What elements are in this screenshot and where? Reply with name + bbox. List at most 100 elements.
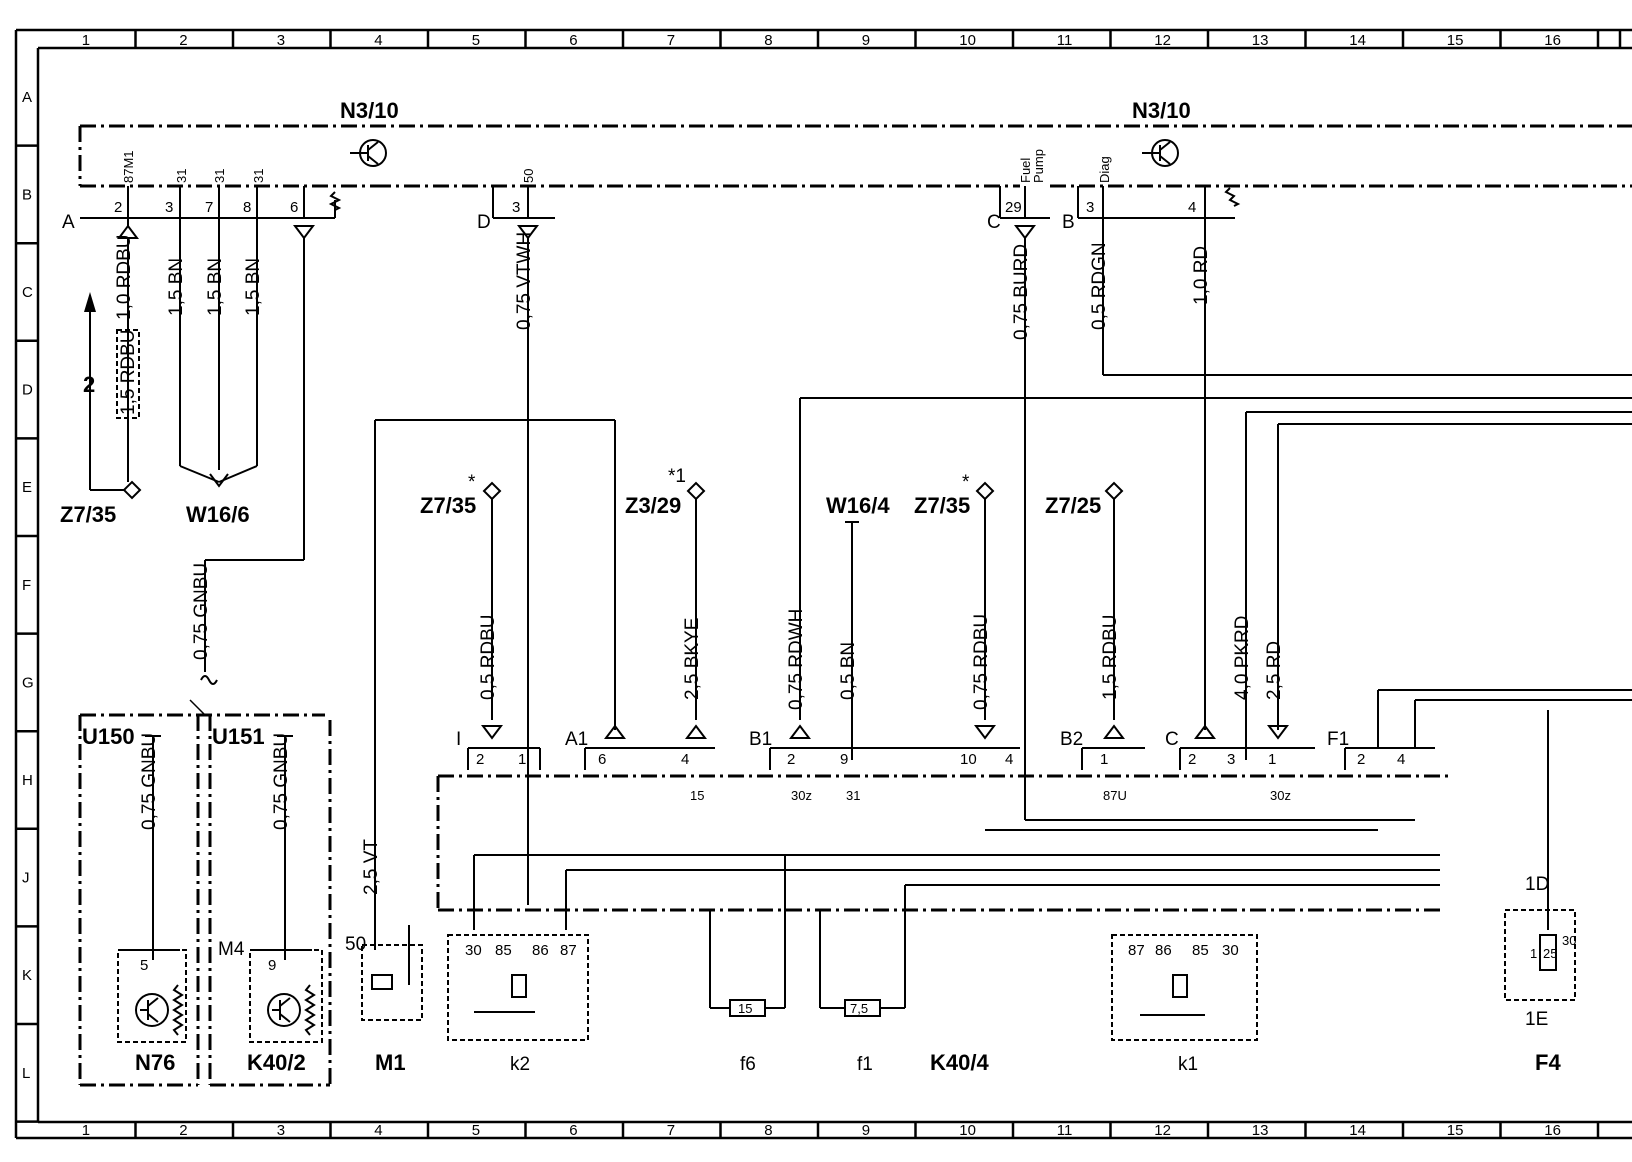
connector-c-b-top: C 29 Fuel Pump 0,75 BURD B 3 Diag 0,5 RD… <box>987 149 1632 820</box>
svg-text:1,5 BN: 1,5 BN <box>166 258 187 316</box>
svg-text:4: 4 <box>681 751 689 768</box>
grid-row-label: K <box>22 967 32 984</box>
u150-label: U150 <box>82 724 135 749</box>
svg-text:0,75 GNBU: 0,75 GNBU <box>191 563 212 660</box>
grid-column-label: 16 <box>1544 1122 1561 1139</box>
grid-column-label: 14 <box>1349 32 1366 49</box>
svg-text:4: 4 <box>1188 199 1196 216</box>
grid-column-label: 13 <box>1252 32 1269 49</box>
svg-text:30z: 30z <box>1270 788 1291 803</box>
grid-column-label: 12 <box>1154 32 1171 49</box>
grid-row-label: D <box>22 382 33 399</box>
svg-text:Z7/35: Z7/35 <box>420 493 476 518</box>
svg-text:1: 1 <box>1268 751 1276 768</box>
svg-text:0,75 BURD: 0,75 BURD <box>1011 244 1032 340</box>
svg-text:4: 4 <box>1397 751 1405 768</box>
svg-text:6: 6 <box>598 751 606 768</box>
svg-text:87: 87 <box>1128 942 1145 959</box>
grid-column-label: 5 <box>472 32 480 49</box>
grid-column-label: 12 <box>1154 1122 1171 1139</box>
grid-row-label: J <box>22 870 30 887</box>
svg-text:Pump: Pump <box>1031 149 1046 183</box>
svg-text:7: 7 <box>205 199 213 216</box>
m1-component: 2,5 VT 50 M1 <box>345 419 616 1075</box>
f6-label: f6 <box>740 1054 756 1075</box>
svg-text:B: B <box>1062 212 1075 233</box>
pump-motor-icon <box>267 993 301 1027</box>
grid-column-label: 9 <box>862 32 870 49</box>
svg-text:30z: 30z <box>791 788 812 803</box>
svg-text:7,5: 7,5 <box>850 1001 868 1016</box>
svg-text:86: 86 <box>532 942 549 959</box>
grid-row-label: F <box>22 577 31 594</box>
grid-row-label: L <box>22 1065 30 1082</box>
n76-label: N76 <box>135 1050 175 1075</box>
svg-text:6: 6 <box>290 199 298 216</box>
svg-text:4,0 PKRD: 4,0 PKRD <box>1232 616 1253 700</box>
svg-text:15: 15 <box>738 1001 752 1016</box>
m4-label: M4 <box>218 939 245 960</box>
svg-text:31: 31 <box>174 169 189 183</box>
drawing-frame <box>14 28 1632 1140</box>
u151-label: U151 <box>212 724 265 749</box>
svg-text:Z3/29: Z3/29 <box>625 493 681 518</box>
svg-text:30: 30 <box>1562 933 1576 948</box>
left-wires: 1,0 RDBU 1,5 RDBU 2 Z7/35 1,5 BN 1,5 BN … <box>60 218 305 685</box>
n3-10-left-label: N3/10 <box>340 98 399 123</box>
svg-text:85: 85 <box>1192 942 1209 959</box>
svg-text:15: 15 <box>690 788 704 803</box>
svg-text:*: * <box>962 472 970 493</box>
connector-d: D 3 50 0,75 VTWH <box>477 169 555 905</box>
grid-row-label: G <box>22 674 34 691</box>
grid-column-label: 5 <box>472 1122 480 1139</box>
svg-text:3: 3 <box>1086 199 1094 216</box>
grid-column-label: 14 <box>1349 1122 1366 1139</box>
svg-text:0,5 RDBU: 0,5 RDBU <box>478 614 499 700</box>
svg-text:Z7/25: Z7/25 <box>1045 493 1101 518</box>
grid-column-label: 7 <box>667 32 675 49</box>
svg-text:2,5 VT: 2,5 VT <box>361 839 382 895</box>
k40-4-module: I 2 1 A1 6 4 15 B1 2 9 10 4 30z 31 B2 1 … <box>436 689 1632 1075</box>
svg-text:C: C <box>987 212 1001 233</box>
f1-label: f1 <box>857 1054 873 1075</box>
svg-text:*: * <box>468 472 476 493</box>
svg-text:D: D <box>477 212 491 233</box>
connector-a: A 2 3 7 8 6 87M1 31 31 31 <box>62 150 342 240</box>
svg-text:B2: B2 <box>1060 729 1083 750</box>
svg-text:1D: 1D <box>1525 874 1549 895</box>
svg-text:87: 87 <box>560 942 577 959</box>
svg-text:I: I <box>456 729 461 750</box>
svg-text:87M1: 87M1 <box>121 150 136 183</box>
svg-text:30: 30 <box>465 942 482 959</box>
grid-column-label: 8 <box>764 1122 772 1139</box>
pump-motor-icon <box>135 993 169 1027</box>
svg-text:30: 30 <box>1222 942 1239 959</box>
ground-w16-6-label: W16/6 <box>186 502 250 527</box>
grid-column-label: 16 <box>1544 32 1561 49</box>
svg-text:31: 31 <box>251 169 266 183</box>
n3-10-left-module: N3/10 N3/10 <box>78 98 1632 188</box>
svg-text:31: 31 <box>846 788 860 803</box>
middle-grounds: Z7/35 * 0,5 RDBU Z3/29 *1 2,5 BKYE W16/4… <box>420 397 1632 760</box>
svg-text:2: 2 <box>1357 751 1365 768</box>
svg-text:10: 10 <box>960 751 977 768</box>
svg-text:2,5 RD: 2,5 RD <box>1264 641 1285 700</box>
grid-row-label: A <box>22 89 32 106</box>
grid-column-label: 4 <box>374 32 382 49</box>
svg-text:25: 25 <box>1543 946 1557 961</box>
grid-column-label: 7 <box>667 1122 675 1139</box>
svg-text:1,5 RDBU: 1,5 RDBU <box>1100 614 1121 700</box>
grid-column-label: 1 <box>82 32 90 49</box>
grid-column-ticks: 1122334455667788991010111112121313141415… <box>82 30 1600 1139</box>
svg-text:3: 3 <box>1227 751 1235 768</box>
grid-column-label: 10 <box>959 1122 976 1139</box>
svg-text:0,5 BN: 0,5 BN <box>838 642 859 700</box>
svg-text:2: 2 <box>114 199 122 216</box>
grid-column-label: 4 <box>374 1122 382 1139</box>
grid-column-label: 15 <box>1447 1122 1464 1139</box>
grid-row-label: B <box>22 186 32 203</box>
k40-4-label: K40/4 <box>930 1050 989 1075</box>
svg-text:87U: 87U <box>1103 788 1127 803</box>
